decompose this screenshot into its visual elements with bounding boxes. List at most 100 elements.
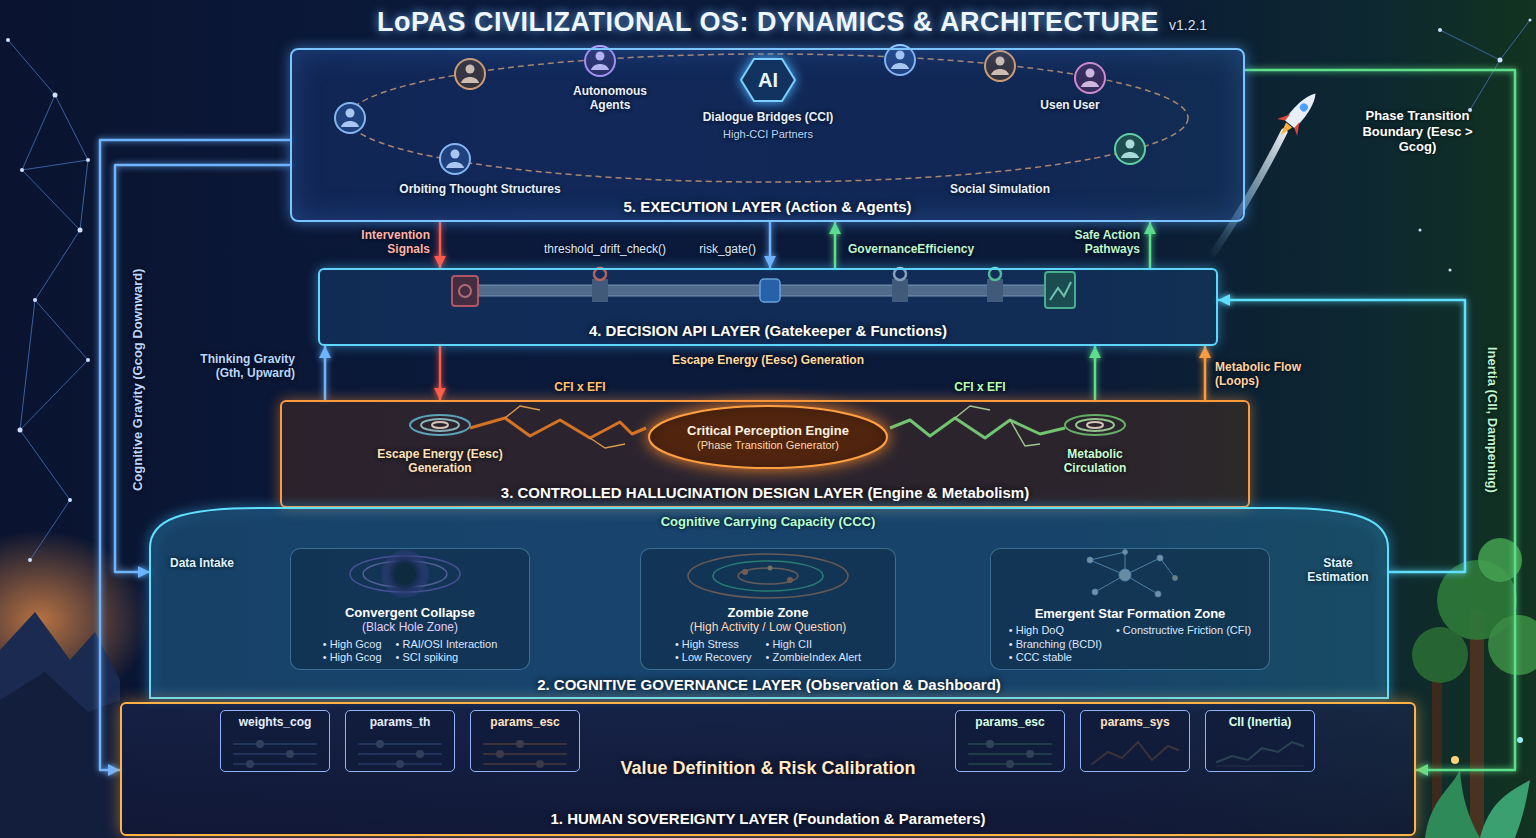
star-field (86, 158, 90, 162)
label-box: Inertia (CII, Dampening) (1484, 347, 1500, 493)
forest (1488, 615, 1536, 675)
version-tag: v1.2.1 (1169, 17, 1207, 34)
text-holder: 2. COGNITIVE GOVERNANCE LAYER (Observati… (150, 676, 1388, 694)
dome-shape (150, 508, 1388, 698)
label-box: GovernanceEfficiency (848, 242, 1008, 256)
node-title: params_esc (975, 715, 1044, 729)
title-box: LoPAS CIVILIZATIONAL OS: DYNAMICS & ARCH… (0, 6, 1536, 38)
parameter-panel: weights_cog (220, 710, 330, 772)
zone-bullet: • SCI spiking (396, 651, 498, 664)
zone-bullet: • RAI/OSI Interaction (396, 638, 498, 651)
flow-arrow (324, 346, 327, 400)
zone-bullet: • Constructive Friction (CFI) (1116, 624, 1251, 637)
node-subtitle: (High Activity / Low Question) (690, 620, 847, 634)
network-lines (8, 40, 88, 560)
text-stack: Critical Perception Engine(Phase Transit… (687, 423, 849, 452)
layer-title: 4. DECISION API LAYER (Gatekeeper & Func… (589, 322, 947, 340)
node-title: params_th (370, 715, 431, 729)
label-box: Phase Transition Boundary (Eesc > Gcog) (1355, 108, 1480, 155)
label-box: Dialogue Bridges (CCI) (688, 110, 848, 124)
text-holder: 3. CONTROLLED HALLUCINATION DESIGN LAYER… (282, 484, 1248, 502)
capacity-label: Cognitive Carrying Capacity (CCC) (618, 514, 918, 530)
signal-label: Safe Action Pathways (1040, 228, 1140, 257)
network-lines (20, 300, 35, 430)
text-stack: Convergent Collapse(Black Hole Zone)• Hi… (323, 605, 498, 664)
rocket-body (1298, 102, 1309, 113)
mountains (0, 612, 120, 838)
forest (1480, 780, 1530, 838)
rocket-body (1278, 122, 1292, 137)
zone-panel: Convergent Collapse(Black Hole Zone)• Hi… (290, 548, 530, 670)
star-field (6, 19, 1532, 563)
energy-label: Escape Energy (Eesc) Generation (648, 353, 888, 367)
star-field (1419, 229, 1422, 232)
zone-bullet: • ZombieIndex Alert (766, 651, 862, 664)
zone-bullet: • High Gcog (323, 651, 382, 664)
label-box: Cognitive Carrying Capacity (CCC) (618, 514, 918, 530)
forest (1517, 737, 1523, 743)
mountains (0, 672, 120, 838)
agent-label: Usen User (1025, 98, 1115, 112)
parameter-panel: params_esc (955, 710, 1065, 772)
label-box: CFI x EFI (940, 380, 1020, 394)
flow-arrow (1094, 346, 1097, 400)
rocket-body (1277, 110, 1290, 124)
bullet-list: • High Gcog• High Gcog • RAI/OSI Interact… (323, 638, 498, 664)
engine-shape (649, 406, 887, 468)
star-field (68, 498, 72, 502)
metric-name: GovernanceEfficiency (848, 242, 1008, 256)
function-name: threshold_drift_check() (520, 242, 690, 256)
layer-title: 3. CONTROLLED HALLUCINATION DESIGN LAYER… (501, 484, 1029, 502)
force-label: Cognitive Gravity (Gcog Downward) (130, 269, 146, 491)
mountains (0, 612, 120, 838)
node-subtitle: (Phase Transition Generator) (697, 438, 839, 451)
star-field (1529, 19, 1532, 22)
rocket-body (1271, 85, 1326, 143)
flow-label: Data Intake (162, 556, 242, 570)
star-field (18, 428, 23, 433)
label-box: Autonomous Agents (565, 84, 655, 113)
bridge-sublabel: High-CCI Partners (688, 128, 848, 141)
circulation-label: Metabolic Circulation (1035, 447, 1155, 476)
force-label: Inertia (CII, Dampening) (1484, 347, 1500, 493)
decision-layer: 4. DECISION API LAYER (Gatekeeper & Func… (318, 268, 1218, 346)
flow-arrow (1149, 222, 1152, 268)
zone-panel: Emergent Star Formation Zone• High DoQ• … (990, 548, 1270, 670)
zone-bullet: • High Gcog (323, 638, 382, 651)
layer-heading: Value Definition & Risk Calibration (620, 758, 915, 780)
label-box: Escape Energy (Eesc) Generation (648, 353, 888, 367)
zone-bullet: • Branching (BCDI) (1009, 638, 1102, 651)
zone-panel: Zombie Zone(High Activity / Low Question… (640, 548, 896, 670)
network-lines (22, 160, 88, 170)
node-title: params_esc (490, 715, 559, 729)
flow-arrow (769, 222, 772, 268)
label-box: risk_gate() (686, 242, 756, 256)
text-stack: Emergent Star Formation Zone• High DoQ• … (1009, 606, 1251, 664)
boundary-label: Phase Transition Boundary (Eesc > Gcog) (1355, 108, 1480, 155)
engine-core: Critical Perception Engine(Phase Transit… (648, 405, 888, 469)
node-title: Critical Perception Engine (687, 423, 849, 439)
text-holder: 4. DECISION API LAYER (Gatekeeper & Func… (320, 322, 1216, 340)
label-box: Metabolic Circulation (1035, 447, 1155, 476)
star-field (28, 558, 32, 562)
text-stack: AI (758, 68, 778, 92)
signal-label: Intervention Signals (345, 228, 430, 257)
forest (1425, 770, 1480, 838)
label-box: v1.2.1 (1169, 17, 1207, 34)
forest (1412, 627, 1468, 683)
bullet-list: • High DoQ• Branching (BCDI)• CCC stable… (1009, 624, 1251, 664)
star-field (1498, 58, 1503, 63)
star-field (1449, 269, 1452, 272)
ai-hexagon: AI (740, 58, 796, 102)
forest (1451, 756, 1459, 764)
layer-title: 5. EXECUTION LAYER (Action & Agents) (623, 198, 911, 216)
text-stack: CII (Inertia) (1229, 715, 1292, 729)
label-box: Thinking Gravity (Gth, Upward) (190, 352, 295, 381)
parameter-panel: CII (Inertia) (1205, 710, 1315, 772)
group-label: Orbiting Thought Structures (380, 182, 580, 196)
group-label: Social Simulation (935, 182, 1065, 196)
text-holder: 1. HUMAN SOVEREIGNTY LAYER (Foundation &… (122, 810, 1414, 828)
parameter-panel: params_th (345, 710, 455, 772)
node-title: Convergent Collapse (345, 605, 475, 621)
